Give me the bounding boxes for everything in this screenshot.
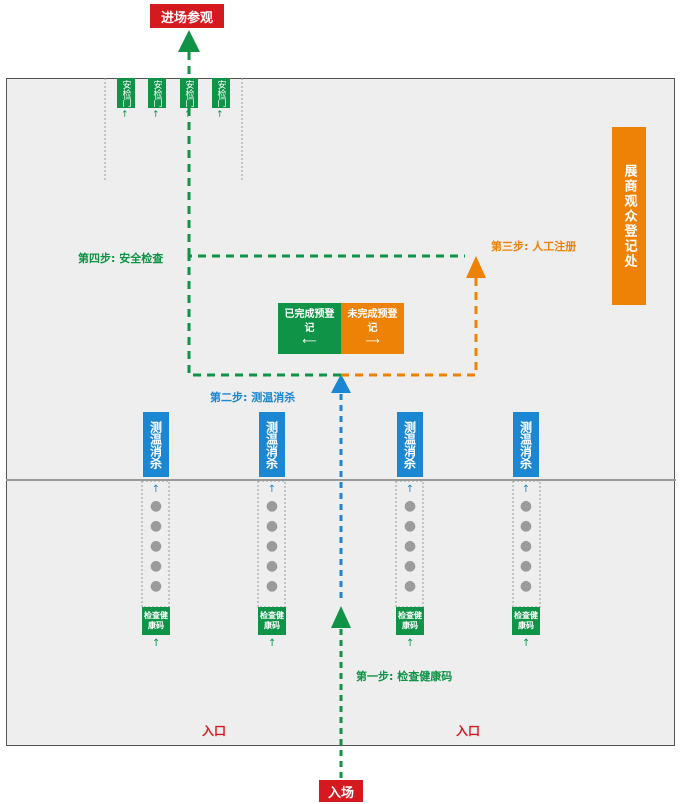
health-code-label: 检查健康码 <box>514 611 538 630</box>
health-code-label: 检查健康码 <box>398 611 422 630</box>
temp-check-arrow <box>331 374 351 393</box>
person-icon: ● <box>519 558 533 574</box>
security-gate-label: 安检门 <box>215 79 226 107</box>
registration-arrow <box>466 256 486 278</box>
health-code-booth: 检查健康码 <box>396 607 424 635</box>
queue-lane-boxes <box>141 480 541 608</box>
entry-arrow <box>331 606 351 628</box>
gate-arrow-icon: ↑ <box>152 110 160 120</box>
security-gate-label: 安检门 <box>151 79 162 107</box>
blue-arrow-icon: ↑ <box>405 484 415 495</box>
temp-check-booth: 测温消杀 <box>259 412 285 477</box>
person-icon: ● <box>149 538 163 554</box>
blue-arrow-icon: ↑ <box>267 484 277 495</box>
step4-label: 第四步: 安全检查 <box>78 252 164 265</box>
health-code-booth: 检查健康码 <box>142 607 170 635</box>
hall-divider-line <box>6 479 676 481</box>
entrance-left: 入口 <box>202 724 227 738</box>
blue-arrow-icon: ↑ <box>521 484 531 495</box>
person-icon: ● <box>519 538 533 554</box>
gate-lane-lines <box>104 78 243 182</box>
queue-lane: ↑ ● ● ● ● ● <box>143 484 169 596</box>
security-gate-label: 安检门 <box>120 79 131 107</box>
registration-path <box>341 276 478 377</box>
person-icon: ● <box>403 578 417 594</box>
green-arrow-icon: ↑ <box>268 638 277 649</box>
person-icon: ● <box>265 578 279 594</box>
person-icon: ● <box>149 518 163 534</box>
temp-check-label: 测温消杀 <box>148 420 163 469</box>
registration-desk: 展商观众登记处 <box>612 127 646 305</box>
person-icon: ● <box>403 498 417 514</box>
person-icon: ● <box>265 498 279 514</box>
preregistered-box: 已完成预登记 ⟵ <box>278 303 341 354</box>
entry-badge: 入场 <box>319 780 363 802</box>
step3-label: 第三步: 人工注册 <box>491 240 577 253</box>
person-icon: ● <box>403 538 417 554</box>
gate-arrow-icon: ↑ <box>216 110 224 120</box>
gate-arrow-icon: ↑ <box>121 110 129 120</box>
queue-lane: ↑ ● ● ● ● ● <box>397 484 423 596</box>
left-arrow-icon: ⟵ <box>302 336 317 347</box>
temp-check-booth: 测温消杀 <box>513 412 539 477</box>
queue-lane: ↑ ● ● ● ● ● <box>259 484 285 596</box>
person-icon: ● <box>403 518 417 534</box>
registration-desk-label: 展商观众登记处 <box>621 163 637 269</box>
completed-path <box>187 254 465 377</box>
entry-label: 入场 <box>327 785 354 801</box>
security-gate: 安检门 <box>148 78 166 108</box>
person-icon: ● <box>519 498 533 514</box>
green-arrow-icon: ↑ <box>406 638 415 649</box>
person-icon: ● <box>149 578 163 594</box>
temp-check-booth: 测温消杀 <box>143 412 169 477</box>
security-gate-label: 安检门 <box>183 79 194 107</box>
temp-check-label: 测温消杀 <box>518 420 533 469</box>
blue-arrow-icon: ↑ <box>151 484 161 495</box>
green-arrow-icon: ↑ <box>152 638 161 649</box>
health-code-label: 检查健康码 <box>144 611 168 630</box>
security-gate: 安检门 <box>117 78 135 108</box>
person-icon: ● <box>403 558 417 574</box>
temp-check-booth: 测温消杀 <box>397 412 423 477</box>
exit-arrow <box>178 30 200 52</box>
gate-arrow-icon: ↑ <box>184 110 192 120</box>
step2-label: 第二步: 测温消杀 <box>210 391 296 404</box>
person-icon: ● <box>149 498 163 514</box>
right-arrow-icon: ⟶ <box>365 336 380 347</box>
health-code-booth: 检查健康码 <box>512 607 540 635</box>
person-icon: ● <box>519 578 533 594</box>
person-icon: ● <box>265 518 279 534</box>
person-icon: ● <box>265 558 279 574</box>
not-preregistered-label: 未完成预登记 <box>347 309 398 334</box>
exit-title: 进场参观 <box>160 10 213 26</box>
entrance-right: 入口 <box>456 724 481 738</box>
green-arrow-icon: ↑ <box>522 638 531 649</box>
security-gate: 安检门 <box>212 78 230 108</box>
person-icon: ● <box>149 558 163 574</box>
person-icon: ● <box>519 518 533 534</box>
exit-title-badge: 进场参观 <box>150 4 224 28</box>
preregistered-label: 已完成预登记 <box>284 309 335 334</box>
person-icon: ● <box>265 538 279 554</box>
security-gate: 安检门 <box>180 78 198 108</box>
temp-check-label: 测温消杀 <box>402 420 417 469</box>
temp-check-label: 测温消杀 <box>264 420 279 469</box>
health-code-label: 检查健康码 <box>260 611 284 630</box>
queue-lane: ↑ ● ● ● ● ● <box>513 484 539 596</box>
health-code-booth: 检查健康码 <box>258 607 286 635</box>
step1-label: 第一步: 检查健康码 <box>356 670 453 683</box>
not-preregistered-box: 未完成预登记 ⟶ <box>341 303 404 354</box>
